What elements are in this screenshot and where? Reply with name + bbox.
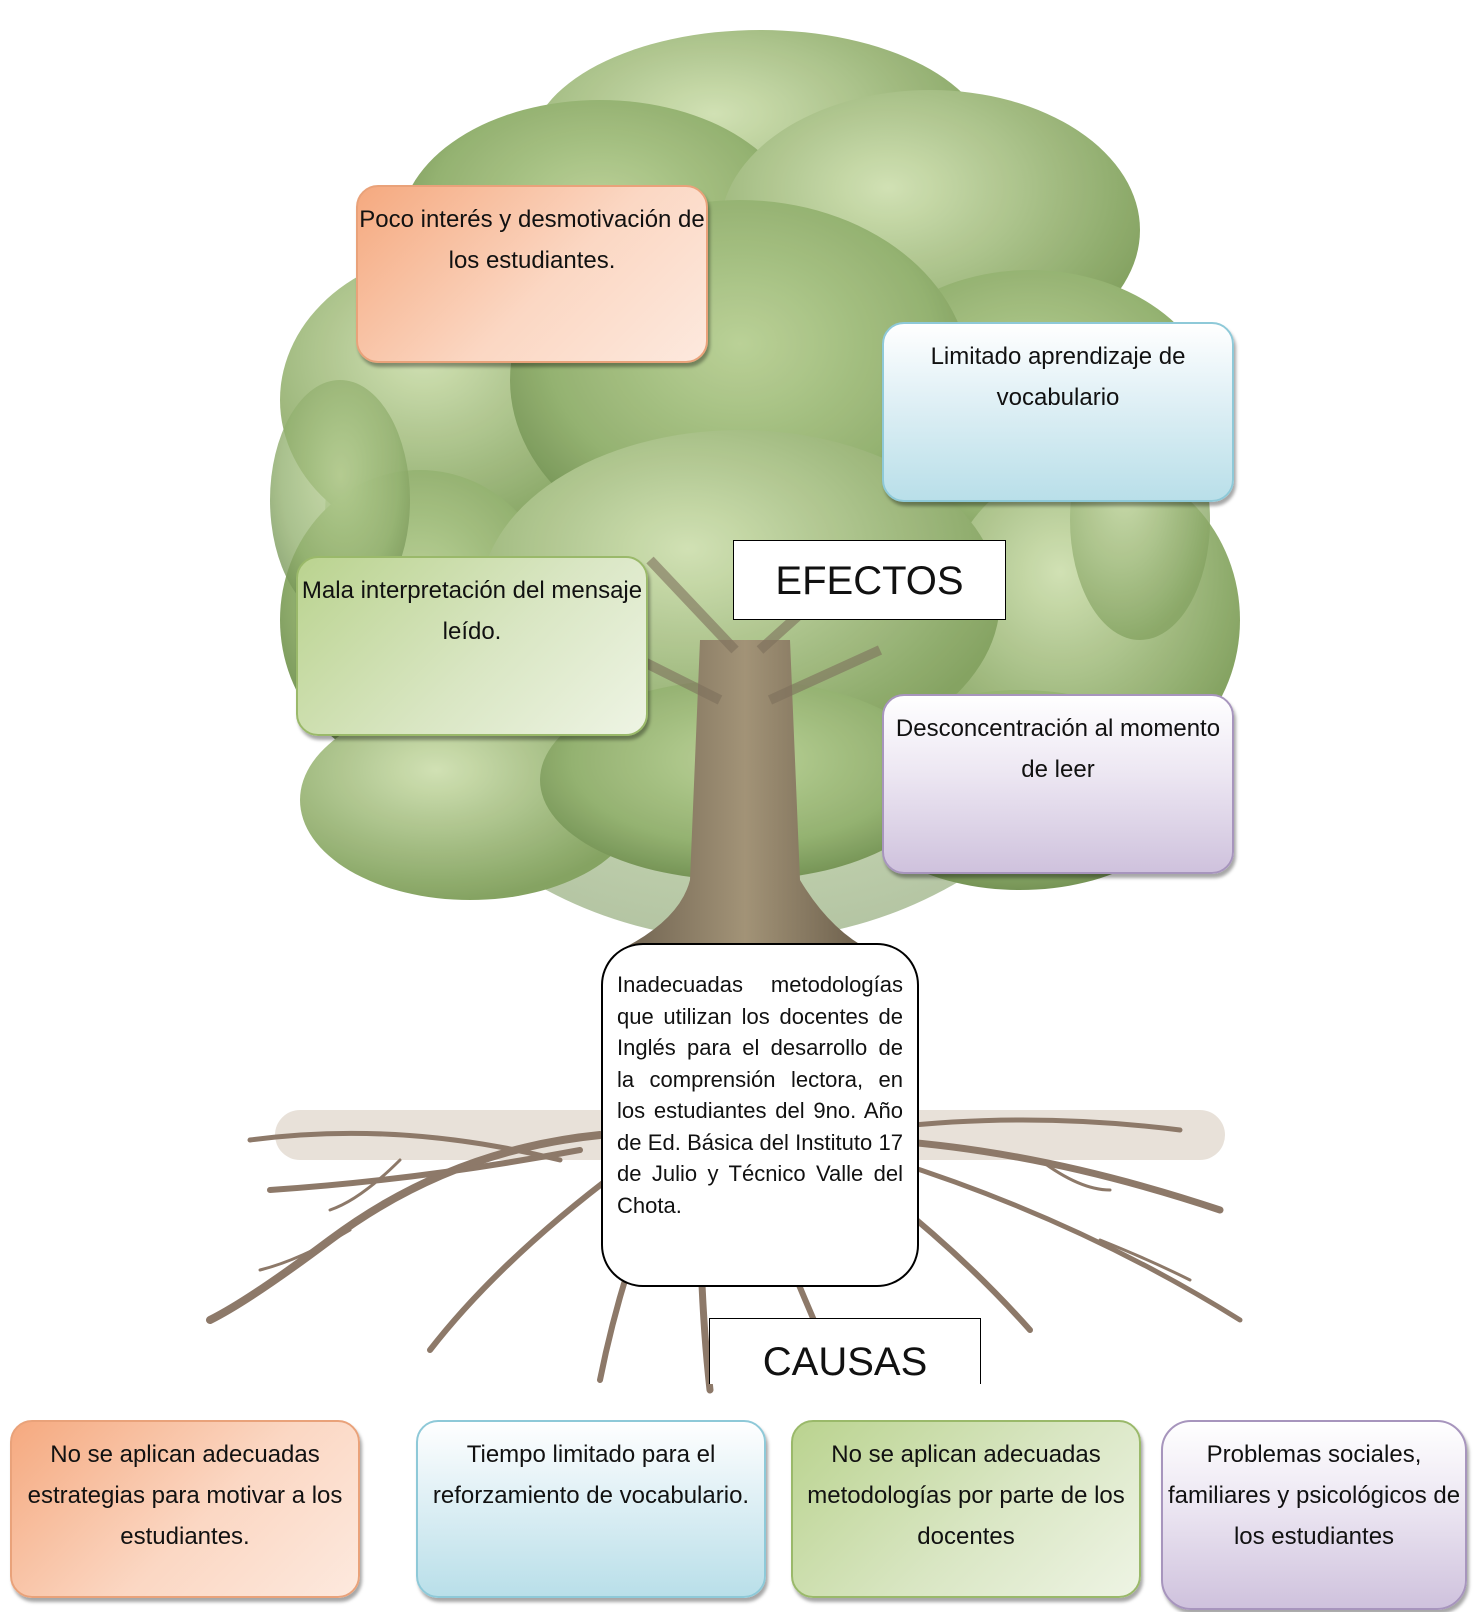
cause-text: Problemas sociales, familiares y psicoló… xyxy=(1167,1441,1461,1550)
effect-box-desconcentracion: Desconcentración al momento de leer xyxy=(882,694,1234,874)
cause-box-estrategias: No se aplican adecuadas estrategias para… xyxy=(10,1420,360,1598)
cause-box-tiempo: Tiempo limitado para el reforzamiento de… xyxy=(416,1420,766,1598)
causas-label: CAUSAS xyxy=(709,1318,981,1384)
effect-text: Desconcentración al momento de leer xyxy=(895,715,1221,783)
efectos-label: EFECTOS xyxy=(733,540,1006,620)
effect-box-vocabulario: Limitado aprendizaje de vocabulario xyxy=(882,322,1234,502)
cause-text: Tiempo limitado para el reforzamiento de… xyxy=(432,1441,750,1509)
cause-box-metodologias: No se aplican adecuadas metodologías por… xyxy=(791,1420,1141,1598)
cause-text: No se aplican adecuadas estrategias para… xyxy=(27,1441,343,1550)
effect-box-interpretacion: Mala interpretación del mensaje leído. xyxy=(296,556,648,736)
effect-text: Mala interpretación del mensaje leído. xyxy=(301,577,643,645)
central-problem-text: Inadecuadas metodologías que utilizan lo… xyxy=(617,972,903,1218)
effect-text: Poco interés y desmotivación de los estu… xyxy=(359,206,705,274)
effect-box-desmotivacion: Poco interés y desmotivación de los estu… xyxy=(356,185,708,363)
central-problem-box: Inadecuadas metodologías que utilizan lo… xyxy=(601,943,919,1287)
cause-box-problemas: Problemas sociales, familiares y psicoló… xyxy=(1161,1420,1467,1610)
cause-text: No se aplican adecuadas metodologías por… xyxy=(807,1441,1125,1550)
effect-text: Limitado aprendizaje de vocabulario xyxy=(930,343,1186,411)
